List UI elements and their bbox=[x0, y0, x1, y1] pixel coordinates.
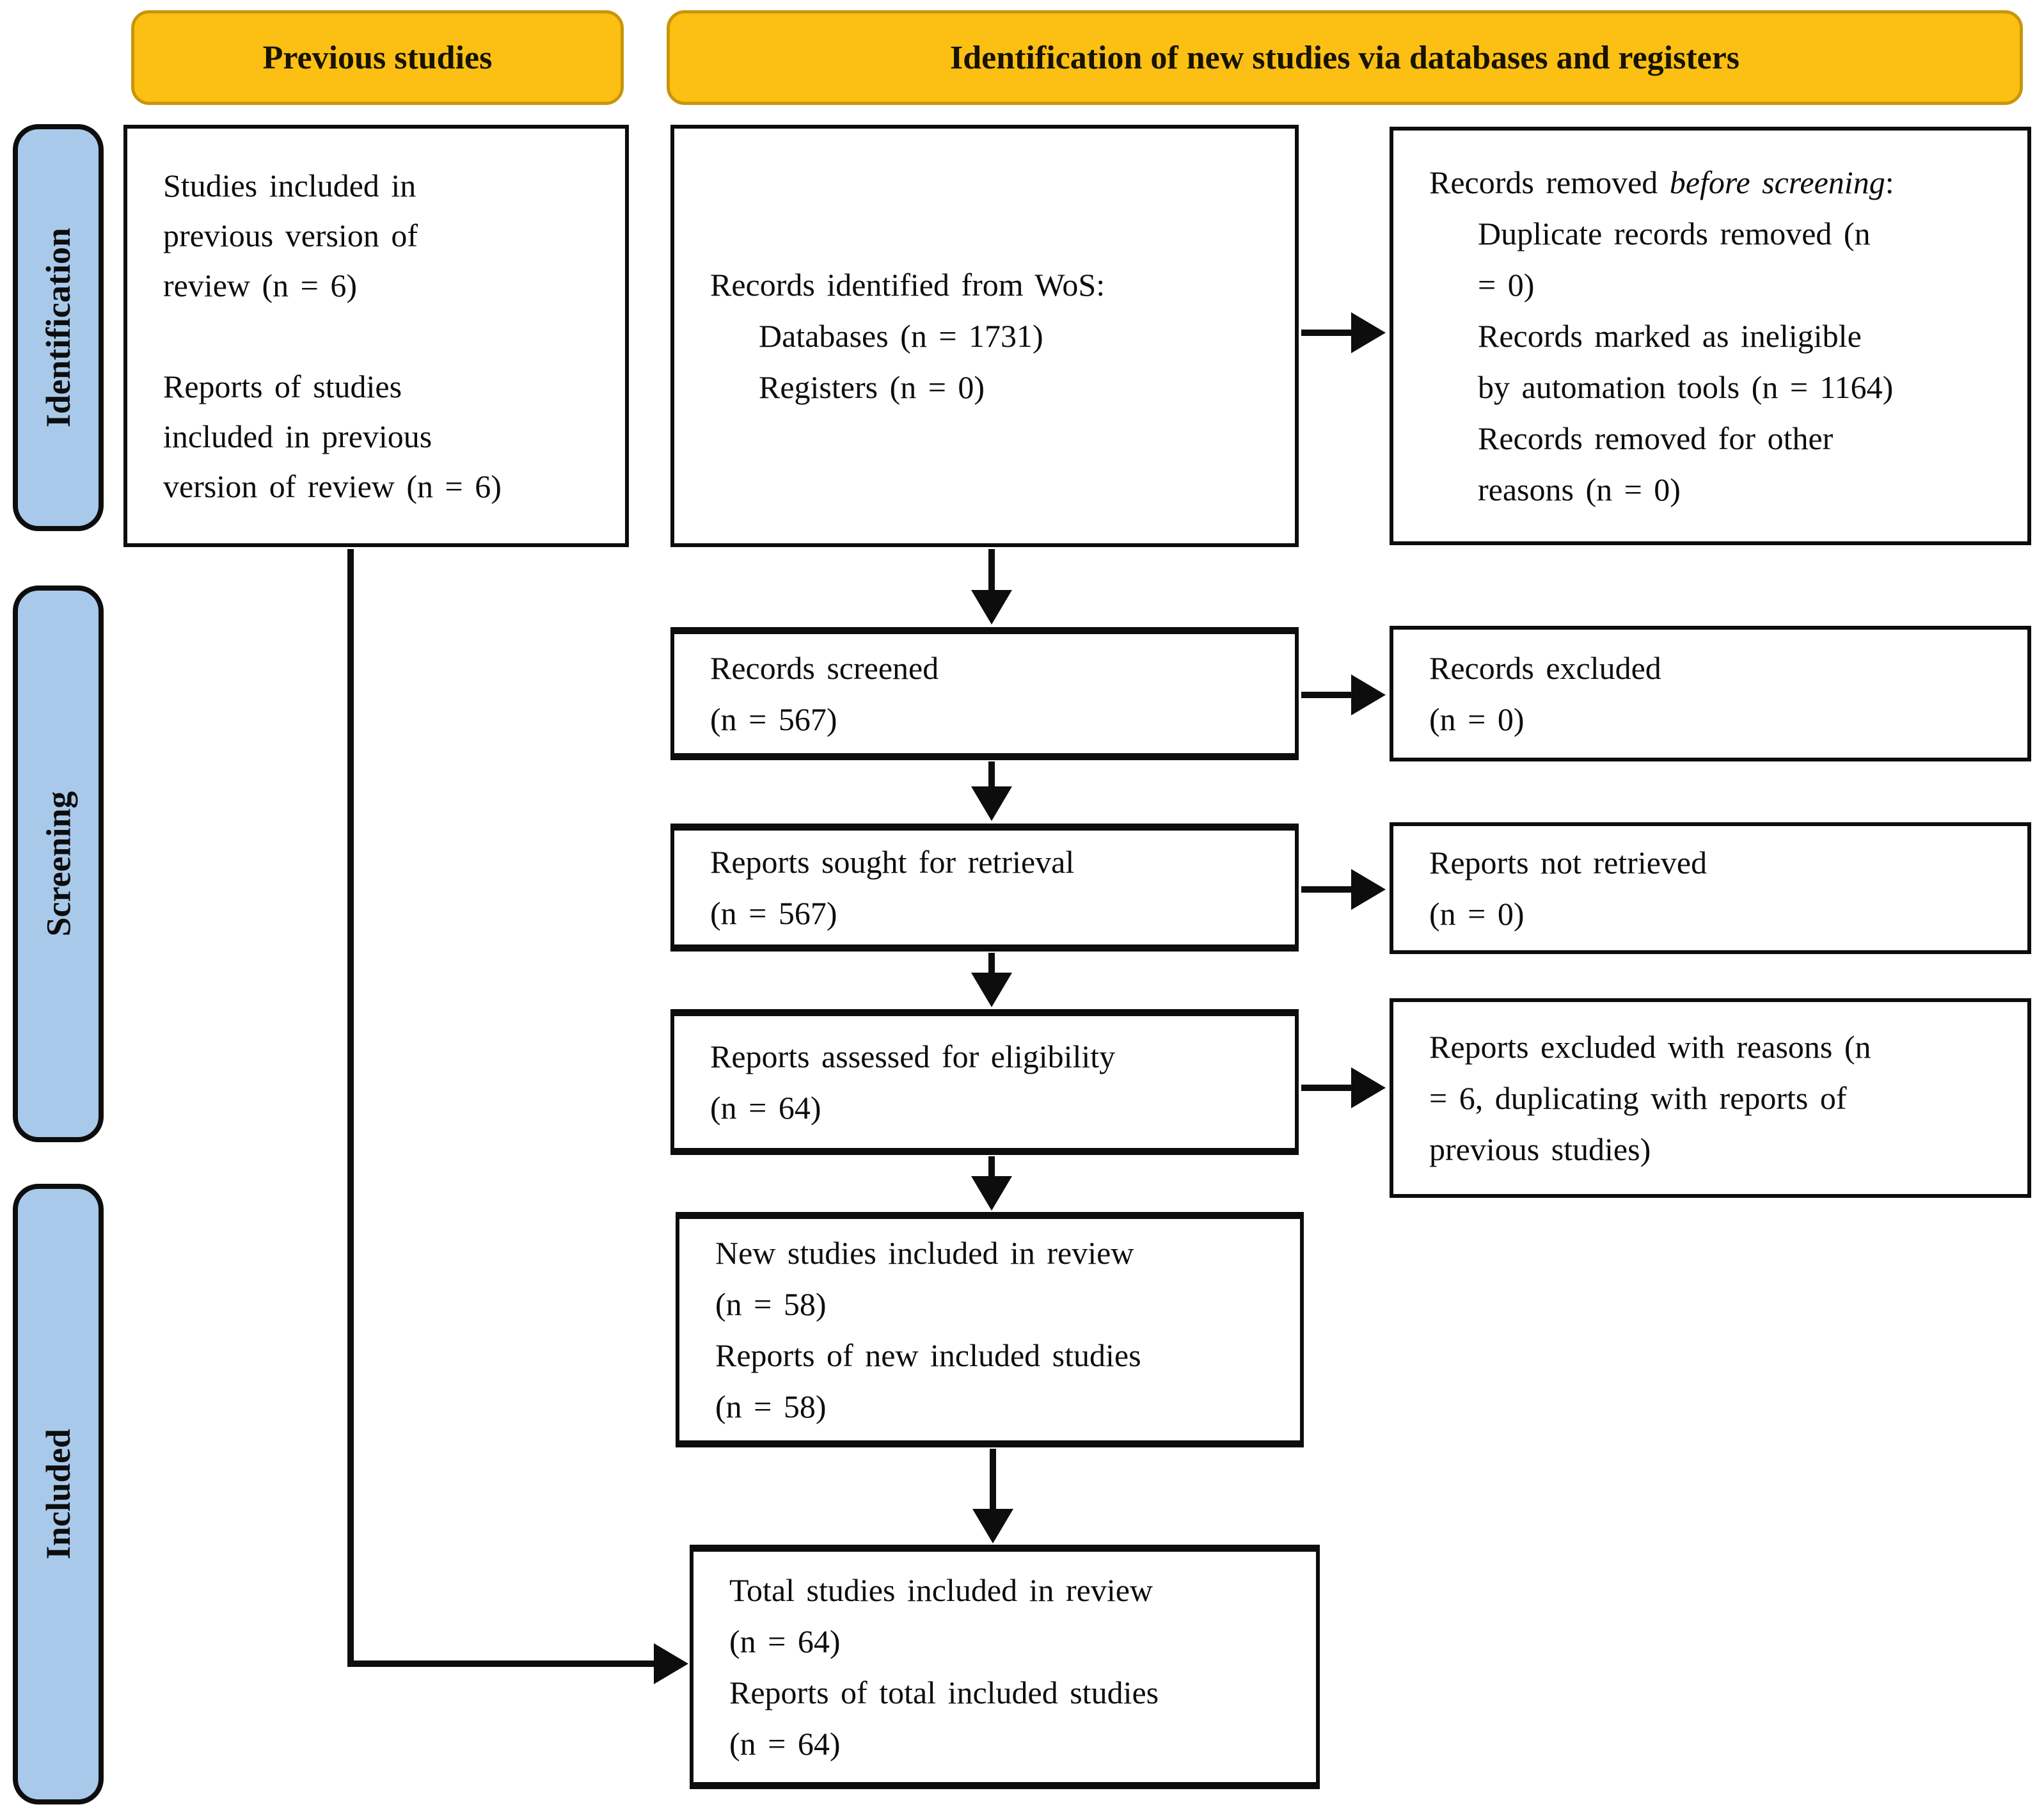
total-studies-text: Reports of total included studies bbox=[729, 1675, 1159, 1710]
records-identified-registers: Registers (n = 0) bbox=[759, 369, 985, 405]
reports-assessed-count: (n = 64) bbox=[710, 1090, 821, 1126]
total-studies-count: (n = 64) bbox=[729, 1726, 841, 1762]
box-reports-assessed: Reports assessed for eligibility (n = 64… bbox=[670, 1009, 1299, 1155]
new-studies-text: Reports of new included studies bbox=[715, 1337, 1141, 1373]
previous-studies-text: included in previous bbox=[163, 418, 432, 454]
previous-studies-text: previous version of bbox=[163, 218, 418, 253]
records-screened-label: Records screened bbox=[710, 650, 939, 686]
total-studies-text: Total studies included in review bbox=[729, 1572, 1153, 1608]
previous-studies-text: review (n = 6) bbox=[163, 267, 358, 303]
header-previous-studies: Previous studies bbox=[131, 10, 624, 105]
arrowhead-sought-to-assessed bbox=[971, 973, 1012, 1007]
new-studies-count: (n = 58) bbox=[715, 1389, 827, 1424]
arrowhead-previous-to-total bbox=[654, 1643, 688, 1684]
records-identified-databases: Databases (n = 1731) bbox=[759, 318, 1043, 354]
new-studies-count: (n = 58) bbox=[715, 1286, 827, 1322]
box-previous-studies: Studies included in previous version of … bbox=[123, 125, 629, 547]
box-reports-not-retrieved: Reports not retrieved (n = 0) bbox=[1390, 822, 2031, 954]
header-identification-new-studies: Identification of new studies via databa… bbox=[667, 10, 2023, 105]
previous-studies-text: version of review (n = 6) bbox=[163, 468, 502, 504]
arrowhead-sought-to-not-retrieved bbox=[1351, 869, 1386, 910]
records-screened-count: (n = 567) bbox=[710, 701, 837, 737]
arrowhead-screened-to-excluded bbox=[1351, 674, 1386, 715]
records-removed-title-italic: before screening bbox=[1669, 164, 1885, 200]
box-records-removed: Records removed before screening: Duplic… bbox=[1390, 127, 2031, 545]
arrowhead-assessed-to-excluded-reasons bbox=[1351, 1067, 1386, 1108]
records-excluded-count: (n = 0) bbox=[1429, 701, 1525, 737]
records-removed-item: Records removed for other bbox=[1478, 420, 1834, 456]
records-removed-title-prefix: Records removed bbox=[1429, 164, 1670, 200]
reports-excluded-reasons-text: Reports excluded with reasons (n bbox=[1429, 1029, 1871, 1065]
reports-not-retrieved-label: Reports not retrieved bbox=[1429, 845, 1707, 880]
arrowhead-identified-to-screened bbox=[971, 590, 1012, 625]
stage-screening: Screening bbox=[13, 585, 104, 1142]
paragraph-gap bbox=[163, 310, 607, 362]
header-previous-studies-label: Previous studies bbox=[262, 39, 493, 76]
records-removed-title: Records removed before screening: bbox=[1429, 157, 2009, 208]
stage-identification: Identification bbox=[13, 124, 104, 531]
records-removed-item: = 0) bbox=[1478, 267, 1535, 303]
new-studies-text: New studies included in review bbox=[715, 1235, 1134, 1271]
arrowhead-assessed-to-new-studies bbox=[971, 1176, 1012, 1211]
records-removed-item: reasons (n = 0) bbox=[1478, 472, 1681, 507]
box-reports-excluded-reasons: Reports excluded with reasons (n = 6, du… bbox=[1390, 998, 2031, 1198]
box-reports-sought: Reports sought for retrieval (n = 567) bbox=[670, 824, 1299, 952]
arrowhead-new-to-total bbox=[972, 1509, 1013, 1543]
arrowhead-screened-to-sought bbox=[971, 786, 1012, 821]
reports-sought-label: Reports sought for retrieval bbox=[710, 844, 1075, 880]
arrowhead-identified-to-removed bbox=[1351, 312, 1386, 353]
reports-excluded-reasons-text: previous studies) bbox=[1429, 1131, 1651, 1167]
stage-identification-label: Identification bbox=[39, 227, 78, 428]
box-new-studies-included: New studies included in review (n = 58) … bbox=[676, 1212, 1304, 1447]
stage-included-label: Included bbox=[39, 1428, 77, 1560]
reports-excluded-reasons-text: = 6, duplicating with reports of bbox=[1429, 1080, 1847, 1116]
stage-screening-label: Screening bbox=[39, 791, 77, 937]
previous-studies-text: Reports of studies bbox=[163, 369, 402, 404]
box-records-identified: Records identified from WoS: Databases (… bbox=[670, 125, 1299, 547]
records-removed-item: Records marked as ineligible bbox=[1478, 318, 1862, 354]
reports-assessed-label: Reports assessed for eligibility bbox=[710, 1039, 1116, 1074]
records-identified-title: Records identified from WoS: bbox=[710, 267, 1105, 303]
arrow-previous-to-total bbox=[347, 549, 659, 1667]
box-records-excluded: Records excluded (n = 0) bbox=[1390, 626, 2031, 761]
records-removed-item: by automation tools (n = 1164) bbox=[1478, 369, 1894, 405]
reports-not-retrieved-count: (n = 0) bbox=[1429, 896, 1525, 932]
box-records-screened: Records screened (n = 567) bbox=[670, 627, 1299, 760]
reports-sought-count: (n = 567) bbox=[710, 895, 837, 931]
records-removed-title-suffix: : bbox=[1885, 164, 1894, 200]
header-identification-new-studies-label: Identification of new studies via databa… bbox=[949, 39, 1740, 76]
records-excluded-label: Records excluded bbox=[1429, 650, 1661, 686]
total-studies-count: (n = 64) bbox=[729, 1623, 841, 1659]
stage-included: Included bbox=[13, 1184, 104, 1804]
box-total-studies-included: Total studies included in review (n = 64… bbox=[690, 1545, 1320, 1789]
previous-studies-text: Studies included in bbox=[163, 168, 416, 203]
records-removed-item: Duplicate records removed (n bbox=[1478, 216, 1871, 251]
